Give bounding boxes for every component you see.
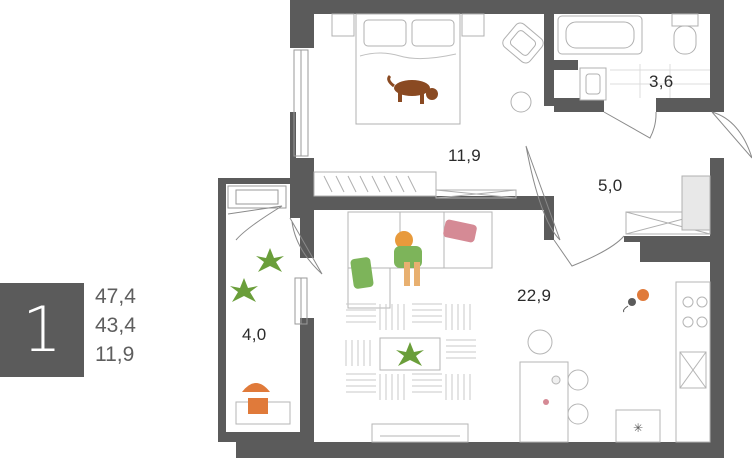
dining-set — [519, 329, 589, 443]
tv-stand — [371, 423, 469, 443]
room-label-balcony: 4,0 — [242, 325, 267, 344]
dog-icon — [387, 74, 438, 104]
area-living: 43,4 — [95, 314, 136, 337]
room-label-living: 22,9 — [517, 286, 552, 305]
kitchen: ✳ — [615, 281, 711, 443]
area-total: 47,4 — [95, 285, 136, 308]
bed — [331, 13, 485, 125]
ottoman — [510, 91, 532, 113]
wardrobe — [313, 171, 517, 199]
cushion-green — [350, 257, 374, 289]
room-label-bathroom: 3,6 — [649, 72, 674, 91]
doors — [227, 111, 752, 275]
room-label-hall: 5,0 — [598, 176, 623, 195]
room-label-bedroom: 11,9 — [448, 146, 482, 165]
rug — [345, 303, 476, 400]
rooms-count-badge: 1 — [0, 283, 84, 377]
robot-vacuum-icon — [623, 289, 649, 313]
svg-text:✳: ✳ — [633, 421, 643, 435]
windows — [227, 49, 309, 325]
hall-cabinet — [625, 175, 711, 235]
area-kitchen: 11,9 — [95, 343, 135, 366]
bathtub — [557, 15, 643, 55]
walls — [218, 0, 724, 458]
bathroom-tiles — [610, 64, 710, 98]
cushion-pink — [443, 219, 477, 243]
balcony-plants — [230, 248, 284, 302]
rooms-count: 1 — [22, 293, 62, 366]
plant-icon — [396, 342, 424, 366]
sink — [579, 67, 607, 101]
person-icon — [394, 231, 422, 286]
armchair — [502, 22, 544, 64]
toilet — [671, 13, 699, 55]
balcony-desk — [235, 383, 291, 425]
area-list: 47,4 43,4 11,9 — [95, 282, 136, 369]
